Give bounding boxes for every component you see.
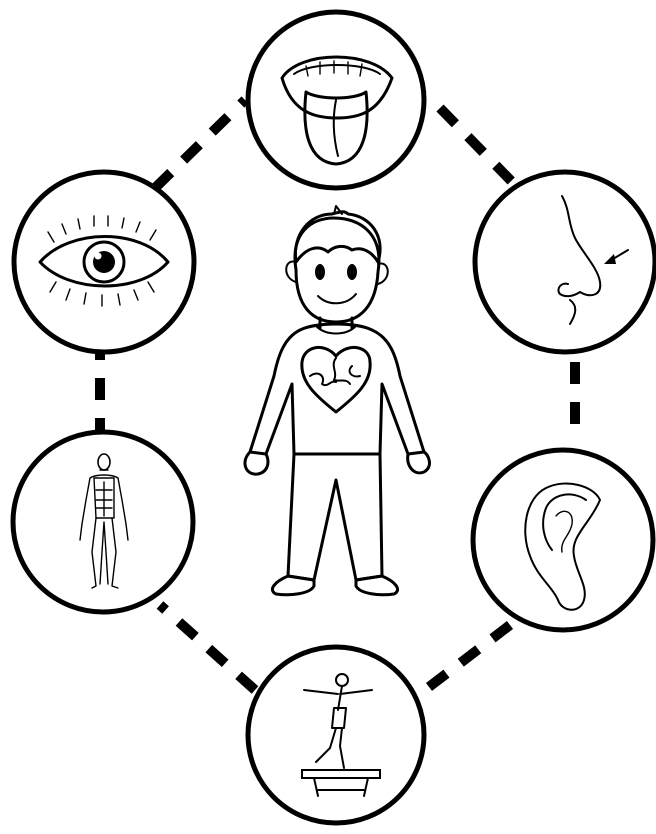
node-hearing (473, 450, 653, 630)
connector-hearing-balance (425, 625, 510, 690)
child-with-heart-puzzle-icon (245, 206, 430, 595)
connector-taste-smell (440, 108, 520, 190)
node-body-awareness (13, 432, 193, 612)
node-sight (14, 172, 194, 352)
node-smell (475, 172, 655, 352)
connector-balance-body (160, 605, 255, 690)
node-balance (248, 647, 424, 823)
connector-sight-taste (155, 100, 245, 188)
node-taste (248, 12, 424, 188)
